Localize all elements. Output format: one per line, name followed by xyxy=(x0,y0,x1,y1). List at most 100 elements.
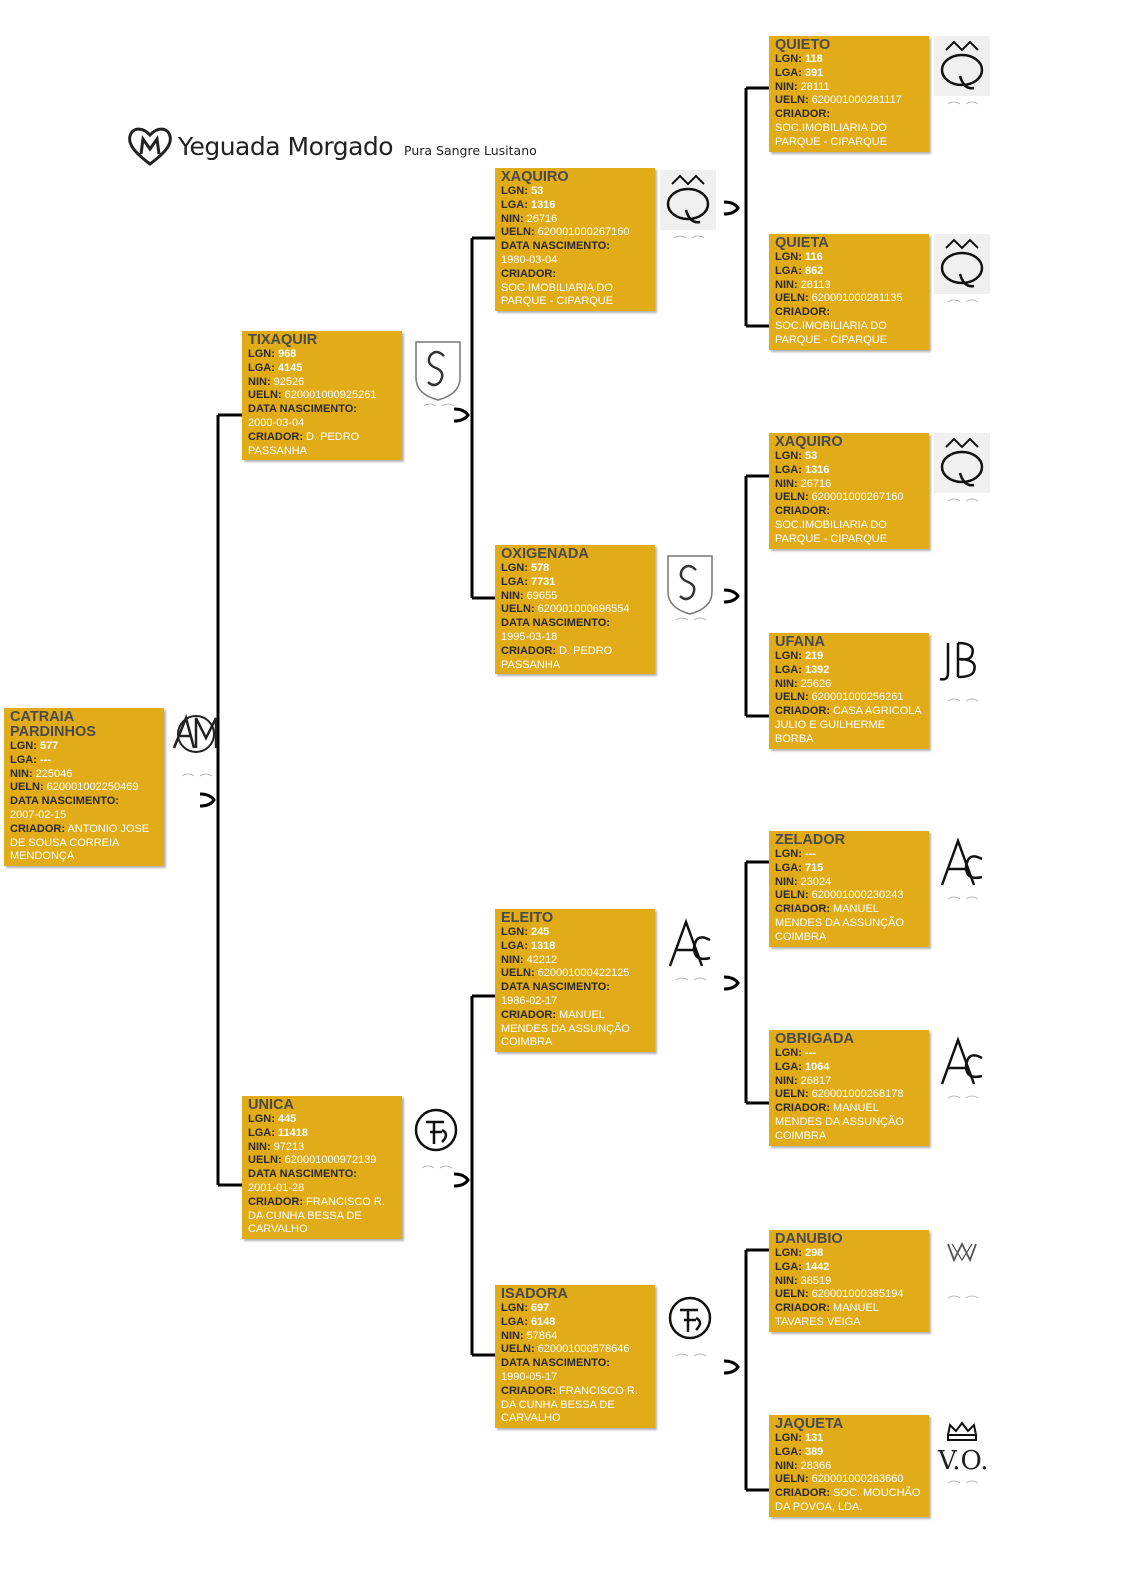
horse-field-lga: LGA: 1318 xyxy=(501,939,556,952)
horse-field-lga: LGA: 7731 xyxy=(501,575,556,588)
horse-field-ueln: UELN: 620001000385194 xyxy=(775,1288,904,1301)
pedigree-bracket xyxy=(453,994,495,1357)
horse-name: ELEITO xyxy=(501,910,554,926)
horse-field-breeder: CRIADOR: MANUEL TAVARES VEIGA xyxy=(775,1302,879,1328)
horse-field-lgn: LGN: 968 xyxy=(248,348,297,360)
yeguada-logo: Yeguada Morgado Pura Sangre Lusitano xyxy=(126,124,537,168)
horse-field-ueln: UELN: 620001000256261 xyxy=(775,691,904,704)
pedigree-bracket xyxy=(453,236,495,600)
horse-name: ISADORA xyxy=(501,1286,568,1302)
horse-name: TIXAQUIR xyxy=(248,332,318,348)
horse-field-ueln: UELN: 620001000268178 xyxy=(775,1088,904,1101)
horse-field-lga: LGA: 1442 xyxy=(775,1260,830,1273)
horse-field-nin: NIN: 23024 xyxy=(775,875,832,888)
horse-field-lga: LGA: --- xyxy=(10,753,51,766)
horse-field-nin: NIN: 225046 xyxy=(10,767,73,780)
horse-field-lgn: LGN: 53 xyxy=(775,450,818,462)
horse-name: XAQUIRO xyxy=(501,169,569,185)
horse-field-lgn: LGN: 53 xyxy=(501,185,544,197)
horse-field-breeder: CRIADOR: MANUEL MENDES DA ASSUNÇÃO COIMB… xyxy=(775,1102,904,1142)
horse-name: CATRAIA PARDINHOS xyxy=(10,709,96,740)
horse-field-lgn: LGN: 116 xyxy=(775,251,823,263)
horse-field-nin: NIN: 28111 xyxy=(775,80,830,93)
pedigree-bracket xyxy=(723,474,769,718)
ac-brand-icon xyxy=(662,912,718,984)
horse-field-ueln: UELN: 620001000578646 xyxy=(501,1343,630,1356)
horse-field-ueln: UELN: 620001000267160 xyxy=(501,226,630,239)
ac-brand-icon xyxy=(934,831,990,903)
horse-field-lgn: LGN: 245 xyxy=(501,926,550,938)
horse-name: OXIGENADA xyxy=(501,546,589,562)
horse-name: ZELADOR xyxy=(775,832,846,848)
jb-brand-icon xyxy=(934,633,990,705)
horse-field-breeder: CRIADOR: D. PEDRO PASSANHA xyxy=(501,644,613,671)
logo-subtitle: Pura Sangre Lusitano xyxy=(404,143,537,158)
horse-field-nin: NIN: 26817 xyxy=(775,1074,832,1087)
horse-field-lgn: LGN: 131 xyxy=(775,1432,824,1444)
q-crown-brand-icon xyxy=(934,433,990,505)
horse-name: QUIETA xyxy=(775,235,829,251)
horse-field-ueln: UELN: 620001000696554 xyxy=(501,603,630,616)
fb-brand-icon xyxy=(662,1288,718,1360)
horse-field-lga: LGA: 1392 xyxy=(775,663,830,676)
pedigree-bracket xyxy=(723,86,769,328)
horse-field-lgn: LGN: 697 xyxy=(501,1302,550,1314)
horse-field-lga: LGA: 862 xyxy=(775,264,824,277)
horse-field-ueln: UELN: 620001000281135 xyxy=(775,292,903,305)
horse-name: OBRIGADA xyxy=(775,1031,854,1047)
horse-field-nin: NIN: 69655 xyxy=(501,589,558,602)
horse-field-breeder: CRIADOR: SOC.IMOBILIARIA DO PARQUE - CIP… xyxy=(775,306,888,346)
horse-field-breeder: CRIADOR: CASA AGRICOLA JULIO E GUILHERME… xyxy=(775,705,922,745)
horse-field-ueln: UELN: 620001000422125 xyxy=(501,967,630,980)
logo-name: Yeguada Morgado xyxy=(178,132,394,161)
horse-field-nin: NIN: 26716 xyxy=(775,477,832,490)
horse-field-lgn: LGN: 577 xyxy=(10,740,59,752)
horse-field-birth: DATA NASCIMENTO:2000-03-04 xyxy=(248,403,357,429)
horse-field-nin: NIN: 42212 xyxy=(501,953,558,966)
horse-field-birth: DATA NASCIMENTO:2007-02-15 xyxy=(10,795,119,821)
horse-field-ueln: UELN: 620001002250469 xyxy=(10,781,139,794)
horse-field-lgn: LGN: 445 xyxy=(248,1113,297,1125)
ac-brand-icon xyxy=(934,1030,990,1102)
horse-field-breeder: CRIADOR: FRANCISCO R. DA CUNHA BESSA DE … xyxy=(248,1195,385,1236)
horse-field-nin: NIN: 25626 xyxy=(775,677,832,690)
horse-field-lga: LGA: 6148 xyxy=(501,1315,556,1328)
s-shield-brand-icon xyxy=(410,338,466,410)
horse-field-lga: LGA: 389 xyxy=(775,1445,824,1458)
horse-field-lga: LGA: 1316 xyxy=(501,198,556,211)
horse-field-lga: LGA: 4145 xyxy=(248,361,303,374)
horse-name: UNICA xyxy=(248,1097,294,1113)
heart-m-logo-icon xyxy=(128,127,172,166)
horse-field-birth: DATA NASCIMENTO:1990-05-17 xyxy=(501,1357,610,1383)
horse-field-lga: LGA: 11418 xyxy=(248,1126,308,1139)
horse-field-birth: DATA NASCIMENTO:1986-02-17 xyxy=(501,981,610,1007)
horse-field-lgn: LGN: 298 xyxy=(775,1247,824,1259)
horse-name: DANUBIO xyxy=(775,1231,843,1247)
horse-field-birth: DATA NASCIMENTO:1980-03-04 xyxy=(501,240,610,266)
horse-field-lga: LGA: 1064 xyxy=(775,1060,830,1073)
horse-name: JAQUETA xyxy=(775,1416,844,1432)
horse-field-breeder: CRIADOR: FRANCISCO R. DA CUNHA BESSA DE … xyxy=(501,1384,638,1425)
horse-field-lgn: LGN: 219 xyxy=(775,650,824,662)
q-crown-brand-icon xyxy=(934,234,990,306)
horse-field-lga: LGA: 1316 xyxy=(775,463,830,476)
horse-field-nin: NIN: 97213 xyxy=(248,1140,305,1153)
svg-text:V.O.: V.O. xyxy=(937,1446,989,1476)
horse-field-lgn: LGN: 578 xyxy=(501,562,550,574)
horse-field-breeder: CRIADOR: SOC.IMOBILIARIA DO PARQUE - CIP… xyxy=(775,108,888,148)
